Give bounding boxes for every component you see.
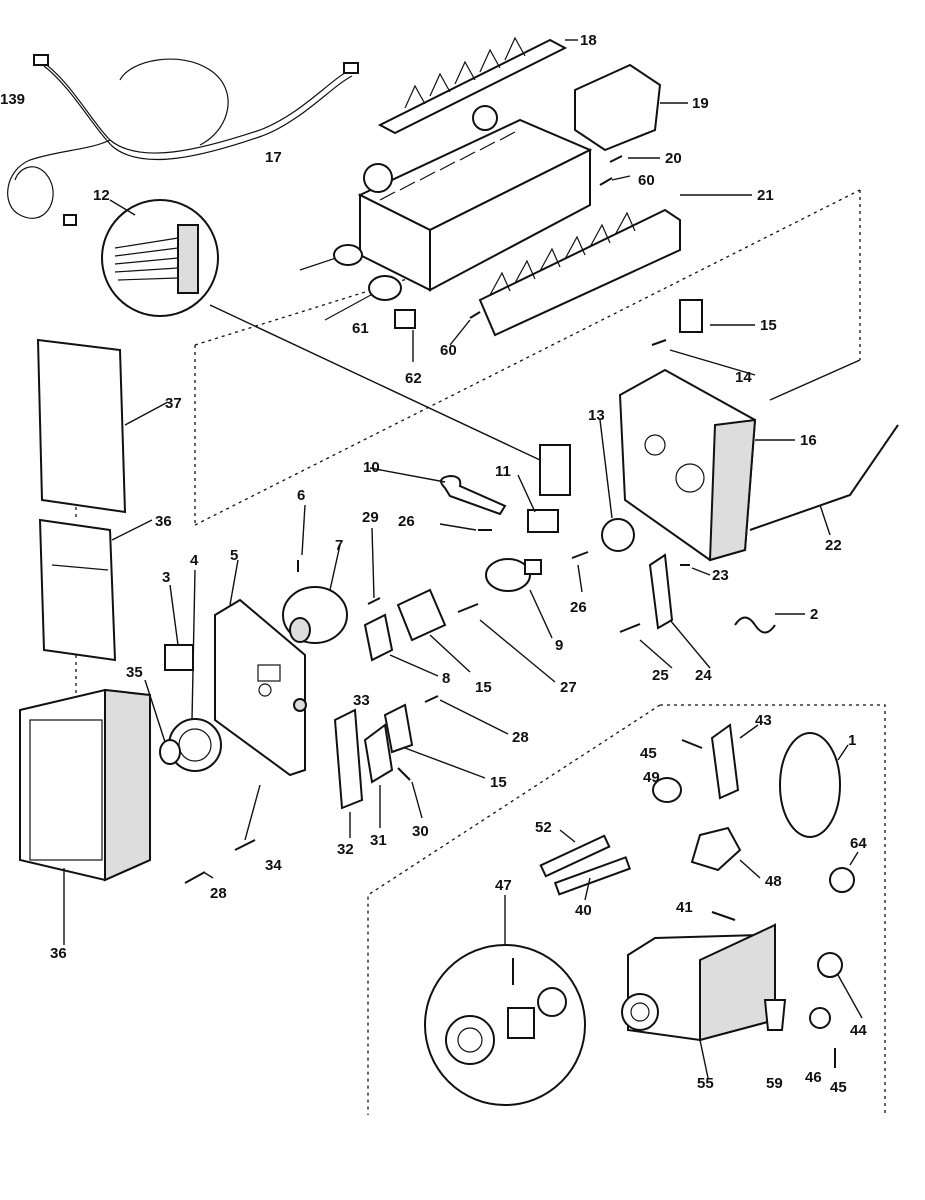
label-4: 4	[190, 552, 199, 569]
label-19: 19	[692, 95, 709, 112]
label-6: 6	[297, 487, 305, 504]
label-15a: 15	[760, 317, 777, 334]
mold-cover	[574, 63, 688, 152]
label-44: 44	[850, 1022, 867, 1039]
ice-mold-assembly	[299, 105, 593, 362]
label-9: 9	[555, 637, 563, 654]
drive-motor	[282, 504, 348, 644]
label-8: 8	[442, 670, 450, 687]
label-5: 5	[230, 547, 238, 564]
label-26b: 26	[570, 599, 587, 616]
label-10: 10	[363, 459, 380, 476]
label-38: 36	[155, 513, 172, 530]
instruction-sheets	[36, 338, 169, 662]
label-14: 14	[735, 369, 752, 386]
label-18: 18	[580, 32, 597, 49]
label-46: 46	[805, 1069, 822, 1086]
label-16: 16	[800, 432, 817, 449]
label-64: 64	[850, 835, 867, 852]
label-1: 1	[848, 732, 856, 749]
label-2: 2	[810, 606, 818, 623]
label-29: 29	[362, 509, 379, 526]
label-13: 13	[588, 407, 605, 424]
label-34: 34	[265, 857, 282, 874]
label-12: 12	[93, 187, 110, 204]
label-30: 30	[412, 823, 429, 840]
label-15b: 15	[475, 679, 492, 696]
water-valve-parts	[539, 723, 863, 1068]
label-61: 61	[352, 320, 369, 337]
label-43: 43	[755, 712, 772, 729]
label-22: 22	[825, 537, 842, 554]
label-139: 139	[0, 91, 25, 108]
control-components	[369, 419, 635, 639]
label-15c: 15	[490, 774, 507, 791]
inlet-valve	[621, 923, 787, 1079]
label-62: 62	[405, 370, 422, 387]
terminal-block-detail	[101, 199, 219, 317]
label-26a: 26	[398, 513, 415, 530]
support-plate	[214, 559, 307, 777]
label-17: 17	[265, 149, 282, 166]
label-25: 25	[652, 667, 669, 684]
mounting-screws-left	[184, 784, 261, 884]
label-60a: 60	[638, 172, 655, 189]
wire-harness	[7, 54, 359, 226]
label-40: 40	[575, 902, 592, 919]
label-36b: 36	[50, 945, 67, 962]
label-48: 48	[765, 873, 782, 890]
label-35: 35	[126, 664, 143, 681]
label-52: 52	[535, 819, 552, 836]
switches	[333, 527, 556, 838]
gear-drive	[144, 569, 222, 772]
label-37: 37	[165, 395, 182, 412]
label-49: 49	[643, 769, 660, 786]
label-7: 7	[335, 537, 343, 554]
valve-detail-circle	[424, 895, 586, 1106]
label-45a: 45	[640, 745, 657, 762]
label-27: 27	[560, 679, 577, 696]
label-55: 55	[697, 1075, 714, 1092]
label-28b: 28	[512, 729, 529, 746]
motor-housing	[618, 299, 795, 562]
label-32: 32	[337, 841, 354, 858]
stripper	[478, 194, 752, 337]
label-11: 11	[495, 463, 511, 480]
ejector-blade	[377, 36, 578, 135]
front-cover	[19, 688, 151, 945]
label-33: 33	[353, 692, 370, 709]
label-3: 3	[162, 569, 170, 586]
shutoff-arm	[619, 424, 899, 669]
label-28a: 28	[210, 885, 227, 902]
label-21: 21	[757, 187, 774, 204]
label-20: 20	[665, 150, 682, 167]
screws-top	[449, 155, 660, 346]
label-59: 59	[766, 1075, 783, 1092]
label-47: 47	[495, 877, 512, 894]
label-60b: 60	[440, 342, 457, 359]
label-24: 24	[695, 667, 712, 684]
label-45b: 45	[830, 1079, 847, 1096]
part-labels: 18 139 19 17 20 60 21 12 61 60 15 62 14 …	[0, 32, 867, 1096]
label-31: 31	[370, 832, 387, 849]
label-23: 23	[712, 567, 729, 584]
label-41: 41	[676, 899, 693, 916]
